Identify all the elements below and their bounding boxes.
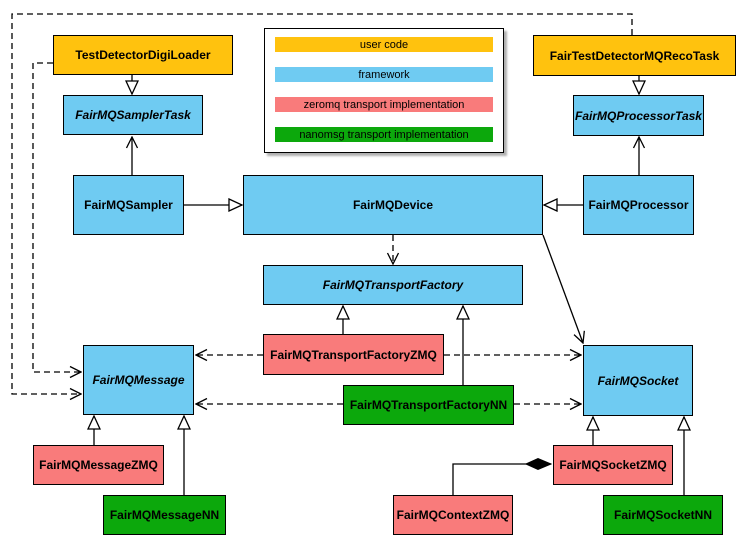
node-fairmq-processor: FairMQProcessor: [583, 175, 694, 235]
legend-item-framework: framework: [275, 67, 493, 82]
node-fairmq-context-zmq: FairMQContextZMQ: [393, 495, 513, 535]
edge-composition-contextzmq-socketzmq: [452, 464, 551, 495]
legend-item-user-code: user code: [275, 37, 493, 52]
node-fairmq-message-zmq: FairMQMessageZMQ: [33, 445, 164, 485]
node-fairmq-transport-factory-zmq: FairMQTransportFactoryZMQ: [263, 334, 444, 375]
node-fairmq-socket-zmq: FairMQSocketZMQ: [553, 445, 673, 485]
node-fairmq-device: FairMQDevice: [243, 175, 543, 235]
node-fairmq-message: FairMQMessage: [83, 345, 194, 415]
edge-dependency-recotask-message: [11, 13, 633, 394]
node-fairmq-message-nn: FairMQMessageNN: [103, 495, 226, 535]
node-test-detector-digi-loader: TestDetectorDigiLoader: [53, 35, 233, 75]
node-fairmq-socket-nn: FairMQSocketNN: [603, 495, 723, 535]
edge-dependency-digiloader-message: [32, 62, 81, 372]
legend-item-zeromq: zeromq transport implementation: [275, 97, 493, 112]
node-fair-test-detector-mq-reco-task: FairTestDetectorMQRecoTask: [533, 35, 736, 76]
node-fairmq-transport-factory: FairMQTransportFactory: [263, 265, 523, 305]
node-fairmq-transport-factory-nn: FairMQTransportFactoryNN: [343, 385, 514, 425]
node-fairmq-processor-task: FairMQProcessorTask: [573, 95, 704, 136]
legend: user code framework zeromq transport imp…: [264, 28, 504, 153]
node-fairmq-sampler-task: FairMQSamplerTask: [63, 95, 203, 135]
node-fairmq-socket: FairMQSocket: [583, 345, 693, 416]
legend-item-nanomsg: nanomsg transport implementation: [275, 127, 493, 142]
edge-association-device-socket: [542, 234, 583, 343]
node-fairmq-sampler: FairMQSampler: [73, 175, 184, 235]
